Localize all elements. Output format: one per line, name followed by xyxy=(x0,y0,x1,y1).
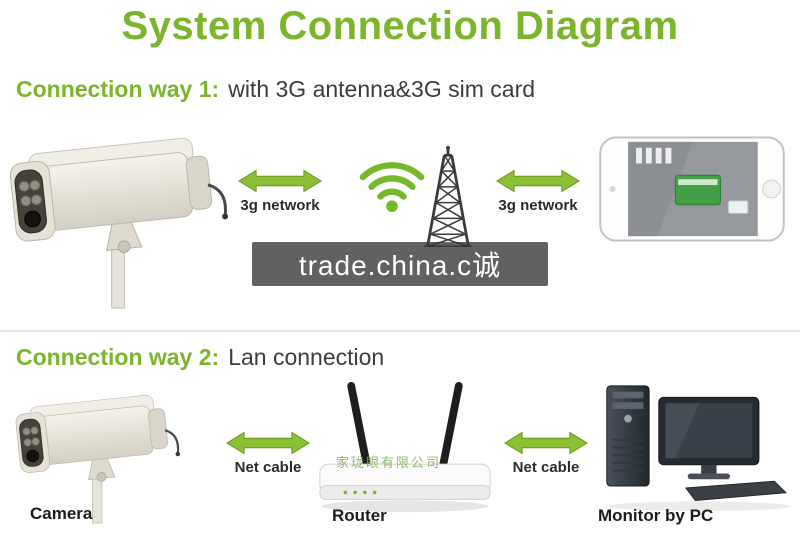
arrow-group-4: Net cable xyxy=(496,430,596,476)
monitor-label: Monitor by PC xyxy=(598,506,714,525)
arrow-group-1: 3g network xyxy=(230,168,330,214)
router-icon xyxy=(312,380,498,515)
camera-label: Camera xyxy=(30,504,93,523)
smartphone-icon xyxy=(598,136,786,242)
router-label: Router xyxy=(332,506,387,525)
double-arrow-icon xyxy=(237,169,323,193)
section2-heading: Connection way 2: Lan connection xyxy=(16,344,384,371)
double-arrow-icon xyxy=(225,431,311,455)
section2-heading-strong: Connection way 2: xyxy=(16,344,220,370)
router-watermark-text: 家珑眼有限公司 xyxy=(336,455,442,470)
arrow-label: Net cable xyxy=(512,459,580,476)
camera-icon xyxy=(8,126,233,312)
antenna-tower-icon xyxy=(412,146,484,250)
section1-heading-strong: Connection way 1: xyxy=(16,76,220,102)
arrow-label: 3g network xyxy=(498,197,578,214)
wifi-signal-icon xyxy=(348,146,436,214)
section1-heading-rest: with 3G antenna&3G sim card xyxy=(228,76,536,102)
camera-illustration xyxy=(15,394,180,524)
double-arrow-icon xyxy=(503,431,589,455)
site-watermark: trade.china.c诚 xyxy=(252,242,548,286)
arrow-group-2: 3g network xyxy=(488,168,588,214)
section-divider xyxy=(0,330,800,332)
section2-heading-rest: Lan connection xyxy=(228,344,385,370)
page-title: System Connection Diagram xyxy=(121,4,679,48)
camera-illustration xyxy=(9,137,229,309)
camera-icon xyxy=(14,386,184,526)
arrow-group-3: Net cable xyxy=(218,430,318,476)
section1-heading: Connection way 1: with 3G antenna&3G sim … xyxy=(16,76,535,103)
arrow-label: 3g network xyxy=(240,197,320,214)
arrow-label: Net cable xyxy=(234,459,302,476)
desktop-pc-icon xyxy=(592,382,792,512)
double-arrow-icon xyxy=(495,169,581,193)
